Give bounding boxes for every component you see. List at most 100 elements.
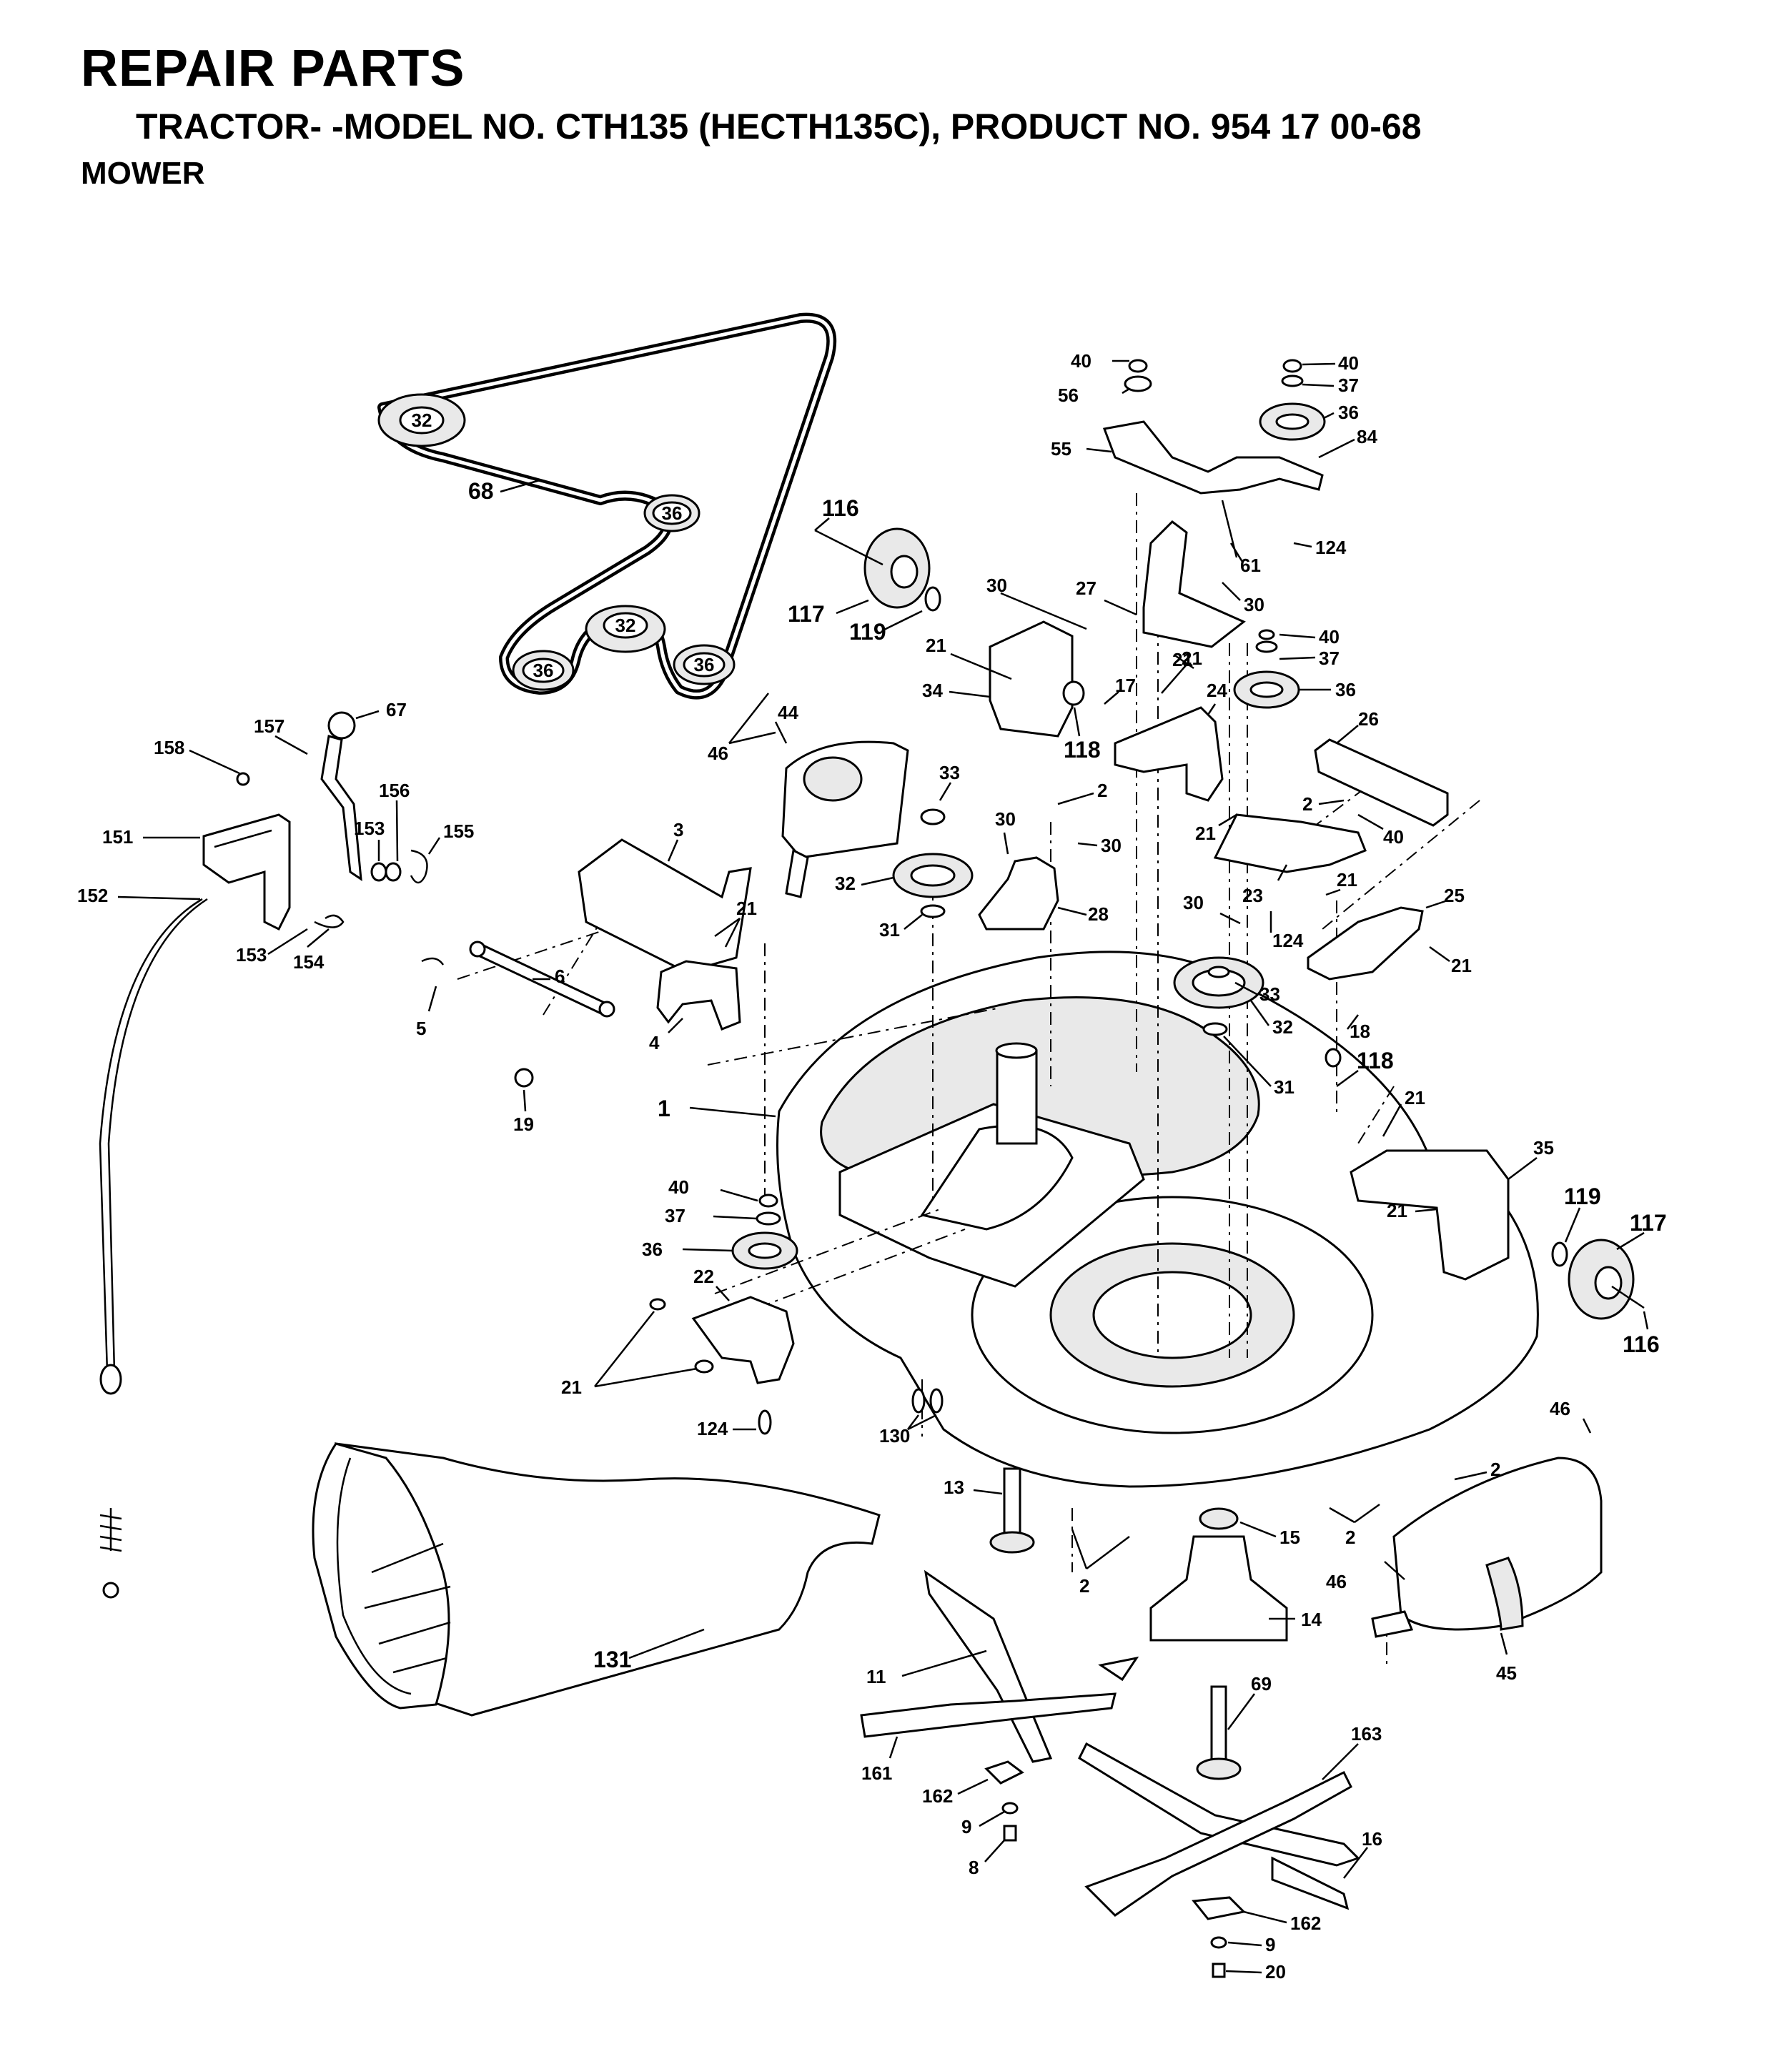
bracket-25 (1307, 906, 1424, 981)
callout-118-right: 118 (1357, 1048, 1394, 1073)
callout-2-top: 2 (1097, 780, 1107, 801)
callout-162-left: 162 (922, 1785, 953, 1807)
callout-37-top: 37 (1338, 374, 1359, 396)
bracket-34 (989, 620, 1074, 738)
section-name: MOWER (81, 156, 205, 191)
callout-37-left: 37 (665, 1205, 685, 1226)
callout-33-right: 33 (1259, 983, 1280, 1005)
callout-2-right: 2 (1490, 1459, 1500, 1480)
handle-knob (327, 711, 356, 740)
center-bracket-assembly: 30 21 34 118 17 21 (922, 575, 1194, 763)
callout-2-upper-right: 2 (1302, 793, 1312, 815)
callout-21-right-upper: 21 (1337, 869, 1357, 890)
callout-30-lower-right: 30 (1183, 892, 1204, 913)
callout-131: 131 (593, 1647, 631, 1672)
callout-9-left: 9 (961, 1816, 971, 1837)
mower-belt-assembly: 32 36 32 36 36 68 (377, 312, 837, 700)
idler-arm-55 (1102, 420, 1324, 495)
callout-163: 163 (1351, 1723, 1382, 1745)
callout-21-bracket: 21 (1387, 1200, 1407, 1221)
callout-21-top-right: 21 (1172, 649, 1193, 670)
callout-27: 27 (1076, 577, 1097, 599)
callout-55: 55 (1051, 438, 1071, 460)
callout-152: 152 (77, 885, 108, 906)
page-title: REPAIR PARTS (81, 40, 465, 97)
bracket-27 (1142, 520, 1246, 648)
pulley-top-left: 32 (377, 393, 466, 447)
callout-21-deck-left: 21 (736, 898, 757, 919)
callout-116-left: 116 (822, 495, 859, 521)
bar-26 (1314, 738, 1449, 827)
callout-32-right: 32 (1272, 1016, 1293, 1038)
callout-119-left: 119 (849, 619, 886, 645)
callout-45: 45 (1496, 1662, 1517, 1684)
callout-161: 161 (861, 1762, 892, 1784)
callout-40-lower: 40 (1383, 826, 1404, 848)
callout-1: 1 (658, 1096, 670, 1121)
callout-61: 61 (1240, 555, 1261, 576)
callout-34: 34 (922, 680, 943, 701)
callout-153-lower: 153 (236, 944, 267, 966)
callout-33-left: 33 (939, 762, 960, 783)
callout-116-right: 116 (1623, 1331, 1660, 1357)
washer-119-right (1551, 1241, 1568, 1267)
callout-154: 154 (293, 951, 325, 973)
callout-40-top-right: 40 (1338, 352, 1359, 374)
callout-36-mid: 36 (1335, 679, 1356, 700)
callout-31-right: 31 (1274, 1076, 1295, 1098)
callout-21-upper: 21 (1182, 648, 1202, 669)
idler-lower-right: 36 (673, 644, 736, 685)
callout-157: 157 (254, 715, 284, 737)
callout-155: 155 (443, 820, 474, 842)
callout-162-right: 162 (1290, 1912, 1321, 1934)
deflector-45: 46 45 46 2 2 2 (1071, 1398, 1603, 1684)
pulley-top-left-label: 32 (412, 410, 432, 431)
callout-151: 151 (102, 826, 133, 848)
callout-40-left: 40 (668, 1176, 689, 1198)
callout-124-lower: 124 (697, 1418, 728, 1439)
callout-24: 24 (1207, 680, 1227, 701)
callout-18: 18 (1350, 1021, 1370, 1042)
blade-right (1078, 1742, 1360, 1867)
callout-2-lower-right: 2 (1345, 1527, 1355, 1548)
callout-124-top: 124 (1315, 537, 1347, 558)
callout-28: 28 (1088, 903, 1109, 925)
callout-17: 17 (1115, 675, 1136, 696)
callout-40-top-left: 40 (1071, 350, 1091, 372)
callout-23: 23 (1242, 885, 1263, 906)
lift-handle (320, 735, 362, 881)
callout-36-top: 36 (1338, 402, 1359, 423)
callout-56: 56 (1058, 384, 1079, 406)
model-subtitle: TRACTOR- -MODEL NO. CTH135 (HECTH135C), … (136, 106, 1422, 147)
center-pulleys: 33 32 31 28 30 30 2 33 32 31 30 (835, 762, 1295, 1098)
callout-21-lower-left: 21 (561, 1376, 582, 1398)
callout-30-center: 30 (995, 808, 1016, 830)
bushing-118 (1062, 680, 1085, 706)
pulley-center: 32 (585, 605, 666, 653)
bracket-24 (1114, 706, 1224, 802)
callout-5: 5 (416, 1018, 426, 1039)
callout-30-upper-left: 30 (986, 575, 1007, 596)
callout-2-center: 2 (1079, 1575, 1089, 1597)
gauge-wheels: 117 119 116 119 117 116 (788, 495, 1667, 1357)
callout-30-upper-right: 30 (1244, 594, 1264, 615)
callout-3: 3 (673, 819, 683, 840)
idler-lower-left-label: 36 (533, 660, 554, 681)
callout-119-right: 119 (1564, 1184, 1601, 1209)
discharge-chute: 131 (312, 1442, 881, 1717)
idler-upper: 36 (643, 494, 701, 532)
callout-40-mid: 40 (1319, 626, 1340, 648)
callout-31-left: 31 (879, 919, 900, 941)
callout-117-left: 117 (788, 601, 825, 627)
callout-26: 26 (1358, 708, 1379, 730)
idler-upper-label: 36 (662, 502, 683, 524)
callout-9-right: 9 (1265, 1934, 1275, 1955)
callout-16: 16 (1362, 1828, 1382, 1850)
washer-119-left (924, 586, 941, 612)
left-deck-hardware: 44 46 3 21 6 5 4 19 (416, 693, 909, 1135)
bracket-23 (1213, 813, 1367, 873)
callout-21-right: 21 (1451, 955, 1472, 976)
callout-68: 68 (468, 478, 494, 504)
callout-15: 15 (1279, 1527, 1300, 1548)
callout-8: 8 (969, 1857, 979, 1878)
